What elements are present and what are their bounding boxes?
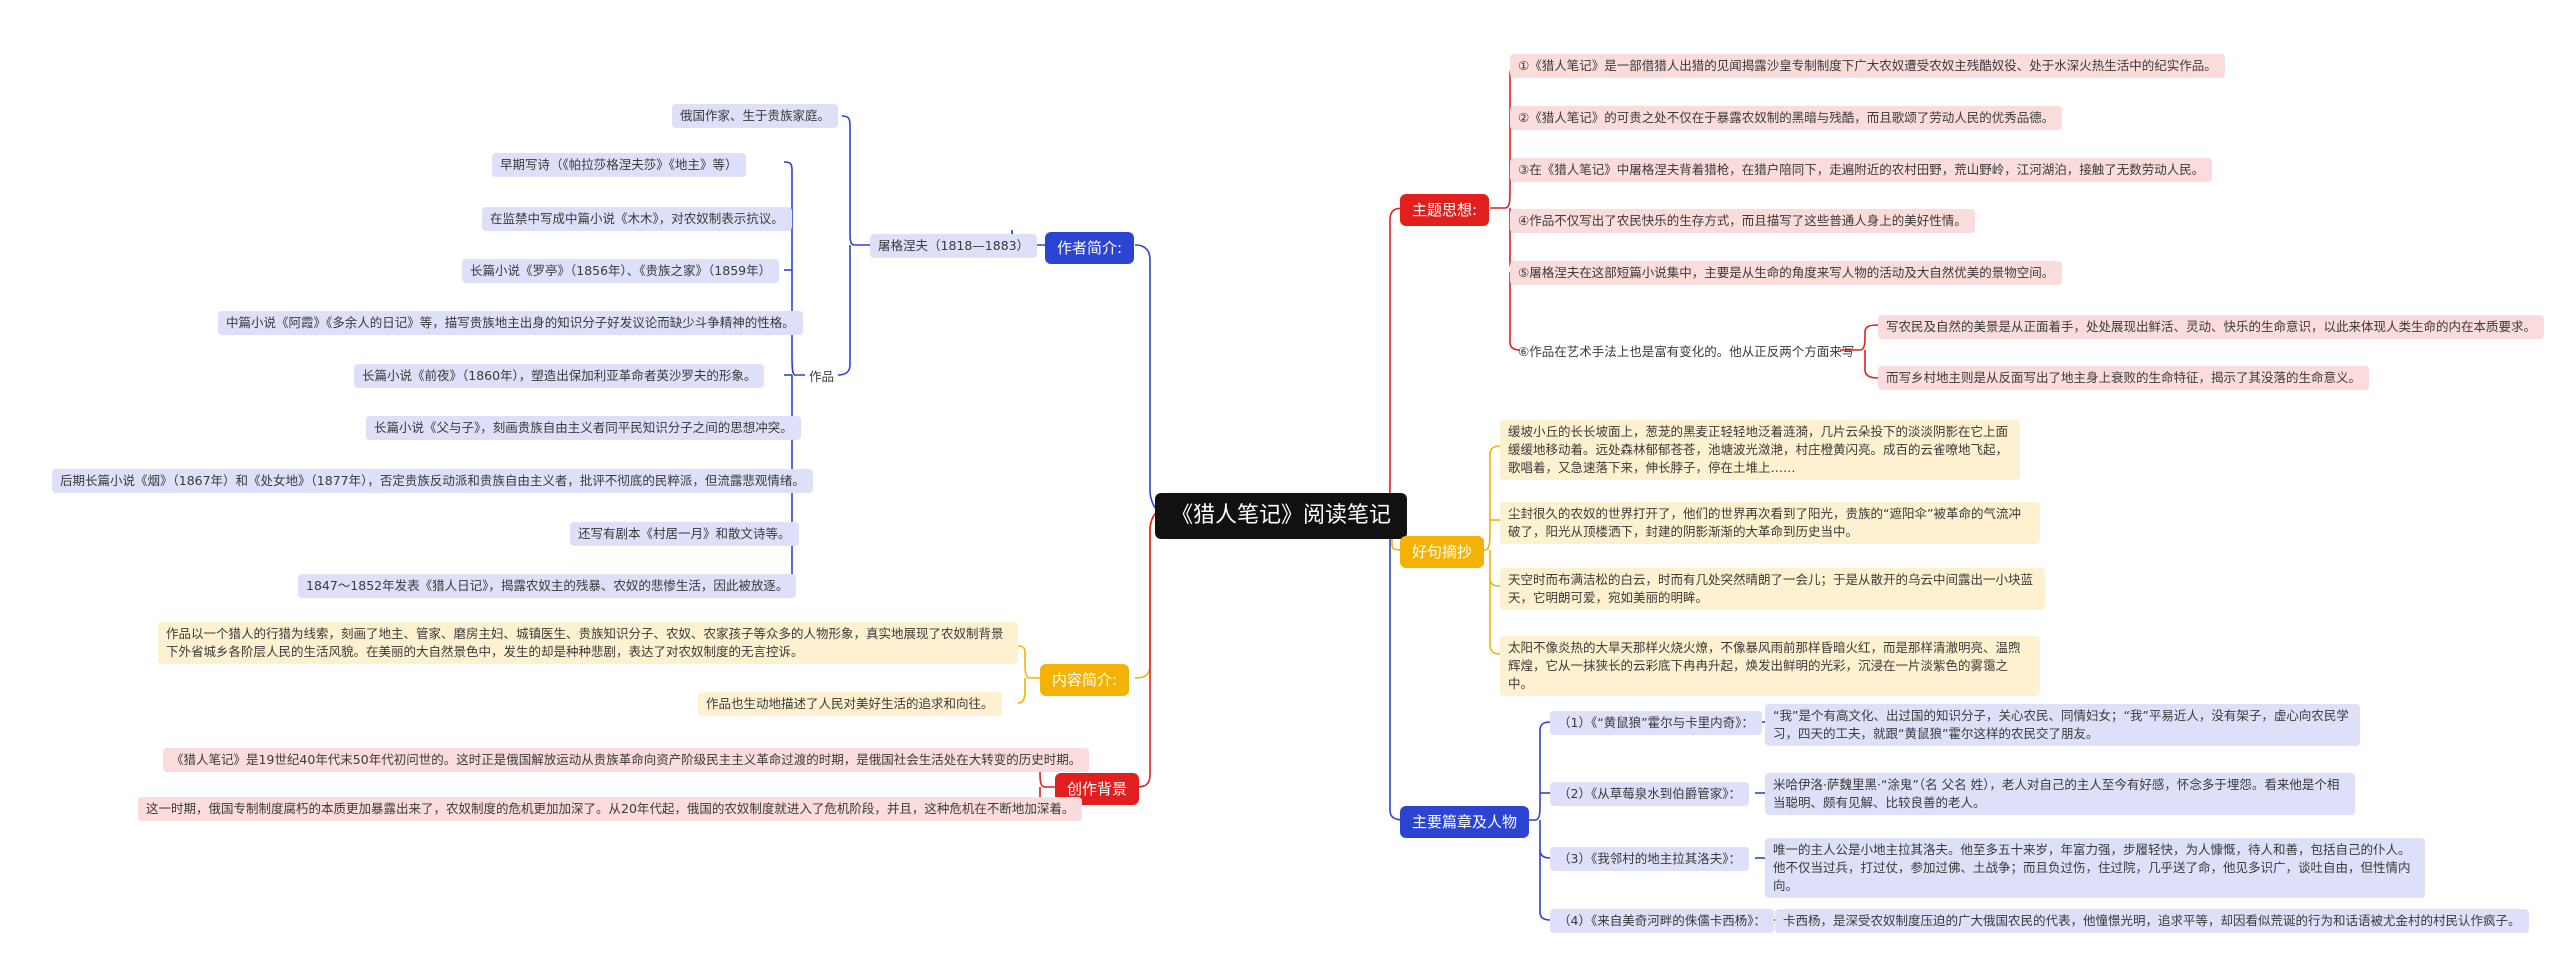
branch-content[interactable]: 内容简介: — [1040, 664, 1130, 696]
quote-item-4[interactable]: 太阳不像炎热的大旱天那样火烧火燎，不像暴风雨前那样昏暗火红，而是那样清澈明亮、温… — [1500, 636, 2040, 696]
quote-item-1[interactable]: 缓坡小丘的长长坡面上，葱茏的黑麦正轻轻地泛着涟漪，几片云朵投下的淡淡阴影在它上面… — [1500, 420, 2020, 480]
background-item-2[interactable]: 这一时期，俄国专制制度腐朽的本质更加暴露出来了，农奴制度的危机更加加深了。从20… — [138, 797, 1083, 821]
branch-quotes[interactable]: 好句摘抄 — [1400, 536, 1485, 568]
work-item-7[interactable]: 后期长篇小说《烟》（1867年）和《处女地》（1877年），否定贵族反动派和贵族… — [52, 469, 813, 493]
theme-item-1[interactable]: ①《猎人笔记》是一部借猎人出猎的见闻揭露沙皇专制制度下广大农奴遭受农奴主残酷奴役… — [1510, 54, 2225, 78]
theme-item-4[interactable]: ④作品不仅写出了农民快乐的生存方式，而且描写了这些普通人身上的美好性情。 — [1510, 209, 1975, 233]
theme-item-5[interactable]: ⑤屠格涅夫在这部短篇小说集中，主要是从生命的角度来写人物的活动及大自然优美的景物… — [1510, 261, 2063, 285]
work-item-2[interactable]: 在监禁中写成中篇小说《木木》，对农奴制表示抗议。 — [482, 207, 792, 231]
chapter-title-3[interactable]: （3）《我邻村的地主拉其洛夫》： — [1550, 847, 1749, 871]
content-item-2[interactable]: 作品也生动地描述了人民对美好生活的追求和向往。 — [698, 692, 1002, 716]
branch-chapters[interactable]: 主要篇章及人物 — [1400, 806, 1530, 838]
chapter-desc-1[interactable]: “我”是个有高文化、出过国的知识分子，关心农民、同情妇女；“我”平易近人，没有架… — [1765, 704, 2360, 746]
branch-background[interactable]: 创作背景 — [1055, 773, 1140, 805]
theme-subitem-1[interactable]: 写农民及自然的美景是从正面着手，处处展现出鲜活、灵动、快乐的生命意识，以此来体现… — [1878, 315, 2545, 339]
author-name-node[interactable]: 屠格涅夫（1818—1883） — [870, 234, 1038, 258]
chapter-title-4[interactable]: （4）《来自美奇河畔的侏儒卡西杨》： — [1550, 909, 1774, 933]
root-node[interactable]: 《猎人笔记》阅读笔记 — [1155, 493, 1408, 539]
work-item-3[interactable]: 长篇小说《罗亭》（1856年）、《贵族之家》（1859年） — [462, 259, 780, 283]
chapter-desc-4[interactable]: 卡西杨，是深受农奴制度压迫的广大俄国农民的代表，他憧憬光明，追求平等，却因看似荒… — [1775, 909, 2529, 933]
quote-item-3[interactable]: 天空时而布满洁松的白云，时而有几处突然晴朗了一会儿；于是从散开的乌云中间露出一小… — [1500, 568, 2045, 610]
author-bio[interactable]: 俄国作家、生于贵族家庭。 — [672, 104, 839, 128]
quote-item-2[interactable]: 尘封很久的农奴的世界打开了，他们的世界再次看到了阳光，贵族的“遮阳伞”被革命的气… — [1500, 502, 2040, 544]
work-item-5[interactable]: 长篇小说《前夜》（1860年），塑造出保加利亚革命者英沙罗夫的形象。 — [354, 364, 765, 388]
chapter-desc-2[interactable]: 米哈伊洛·萨魏里黑·“涂鬼”（名 父名 姓），老人对自己的主人至今有好感，怀念多… — [1765, 773, 2355, 815]
work-item-4[interactable]: 中篇小说《阿霞》《多余人的日记》等，描写贵族地主出身的知识分子好发议论而缺少斗争… — [218, 311, 803, 335]
chapter-title-2[interactable]: （2）《从草莓泉水到伯爵管家》： — [1550, 782, 1749, 806]
theme-item-2[interactable]: ②《猎人笔记》的可贵之处不仅在于暴露农奴制的黑暗与残酷，而且歌颂了劳动人民的优秀… — [1510, 106, 2063, 130]
branch-theme[interactable]: 主题思想: — [1400, 194, 1490, 226]
work-item-8[interactable]: 还写有剧本《村居一月》和散文诗等。 — [570, 522, 799, 546]
author-works-label[interactable]: 作品 — [809, 369, 835, 384]
background-item-1[interactable]: 《猎人笔记》是19世纪40年代末50年代初问世的。这时正是俄国解放运动从贵族革命… — [163, 748, 1090, 772]
branch-author[interactable]: 作者简介: — [1045, 232, 1135, 264]
theme-item-6[interactable]: ⑥作品在艺术手法上也是富有变化的。他从正反两个方面来写 — [1518, 344, 1855, 359]
content-item-1[interactable]: 作品以一个猎人的行猎为线索，刻画了地主、管家、磨房主妇、城镇医生、贵族知识分子、… — [158, 622, 1018, 664]
chapter-title-1[interactable]: （1）《“黄鼠狼”霍尔与卡里内奇》： — [1550, 711, 1762, 735]
work-item-6[interactable]: 长篇小说《父与子》，刻画贵族自由主义者同平民知识分子之间的思想冲突。 — [366, 416, 801, 440]
chapter-desc-3[interactable]: 唯一的主人公是小地主拉其洛夫。他至多五十来岁，年富力强，步履轻快，为人慷慨，待人… — [1765, 838, 2425, 898]
work-item-1[interactable]: 早期写诗（《帕拉莎格涅夫莎》《地主》等） — [492, 153, 746, 177]
work-item-9[interactable]: 1847～1852年发表《猎人日记》，揭露农奴主的残暴、农奴的悲惨生活，因此被放… — [298, 574, 797, 598]
theme-item-3[interactable]: ③在《猎人笔记》中屠格涅夫背着猎枪，在猎户陪同下，走遍附近的农村田野，荒山野岭，… — [1510, 158, 2213, 182]
theme-subitem-2[interactable]: 而写乡村地主则是从反面写出了地主身上衰败的生命特征，揭示了其没落的生命意义。 — [1878, 366, 2370, 390]
